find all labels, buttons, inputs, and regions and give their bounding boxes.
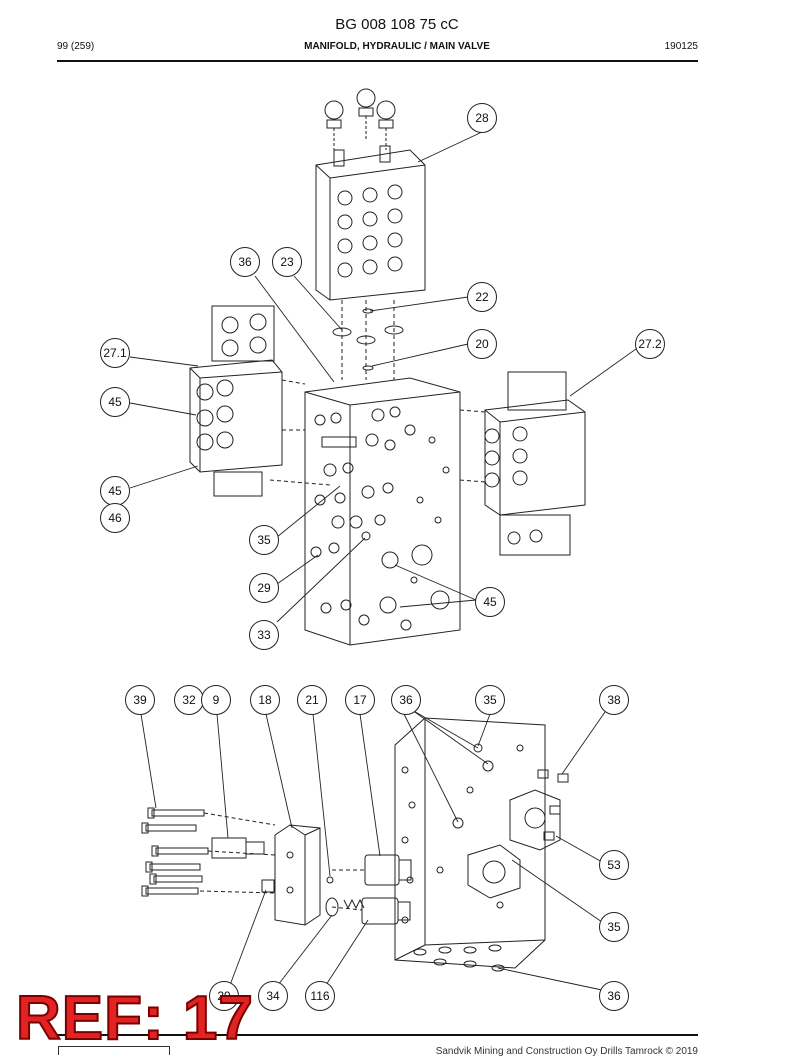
- callout-36: 36: [391, 685, 421, 715]
- callout-23: 23: [272, 247, 302, 277]
- callout-33: 33: [249, 620, 279, 650]
- callout-18: 18: [250, 685, 280, 715]
- date-code: 190125: [664, 41, 698, 52]
- callout-116: 116: [305, 981, 335, 1011]
- callout-29: 29: [249, 573, 279, 603]
- flange-icon: [467, 789, 561, 899]
- callout-34: 34: [258, 981, 288, 1011]
- callout-29: 29: [209, 981, 239, 1011]
- valve-block-left-icon: [189, 305, 283, 497]
- callout-53: 53: [599, 850, 629, 880]
- callout-27-2: 27.2: [635, 329, 665, 359]
- logo-icon: [58, 1046, 170, 1055]
- bolt-icon: [141, 807, 209, 897]
- callout-22: 22: [467, 282, 497, 312]
- callout-36: 36: [599, 981, 629, 1011]
- callout-17: 17: [345, 685, 375, 715]
- page-title: MANIFOLD, HYDRAULIC / MAIN VALVE: [304, 41, 490, 52]
- callout-39: 39: [125, 685, 155, 715]
- cartridge-valve-icon: [343, 854, 412, 925]
- callout-46: 46: [100, 503, 130, 533]
- callout-45: 45: [100, 476, 130, 506]
- valve-block-top-icon: [315, 145, 426, 301]
- header-rule: [57, 60, 698, 62]
- callout-45: 45: [475, 587, 505, 617]
- callout-35: 35: [249, 525, 279, 555]
- valve-block-right-icon: [484, 371, 586, 556]
- document-code: BG 008 108 75 cC: [335, 16, 459, 33]
- ref-stamp: REF: 17: [15, 984, 254, 1053]
- callout-20: 20: [467, 329, 497, 359]
- eye-bolt-icon: [324, 88, 396, 150]
- callout-38: 38: [599, 685, 629, 715]
- callout-9: 9: [201, 685, 231, 715]
- bolt-short-icon: [537, 769, 569, 841]
- page-number: 99 (259): [57, 41, 95, 52]
- callout-36: 36: [230, 247, 260, 277]
- solenoid-icon: [211, 837, 275, 893]
- callout-35: 35: [475, 685, 505, 715]
- callout-27-1: 27.1: [100, 338, 130, 368]
- main-manifold-icon: [304, 377, 461, 646]
- callout-35: 35: [599, 912, 629, 942]
- callout-21: 21: [297, 685, 327, 715]
- adapter-plate-icon: [274, 824, 321, 926]
- callout-28: 28: [467, 103, 497, 133]
- footer-rule: [57, 1034, 698, 1036]
- footer-copyright: Sandvik Mining and Construction Oy Drill…: [435, 1046, 698, 1057]
- callout-45: 45: [100, 387, 130, 417]
- callout-32: 32: [174, 685, 204, 715]
